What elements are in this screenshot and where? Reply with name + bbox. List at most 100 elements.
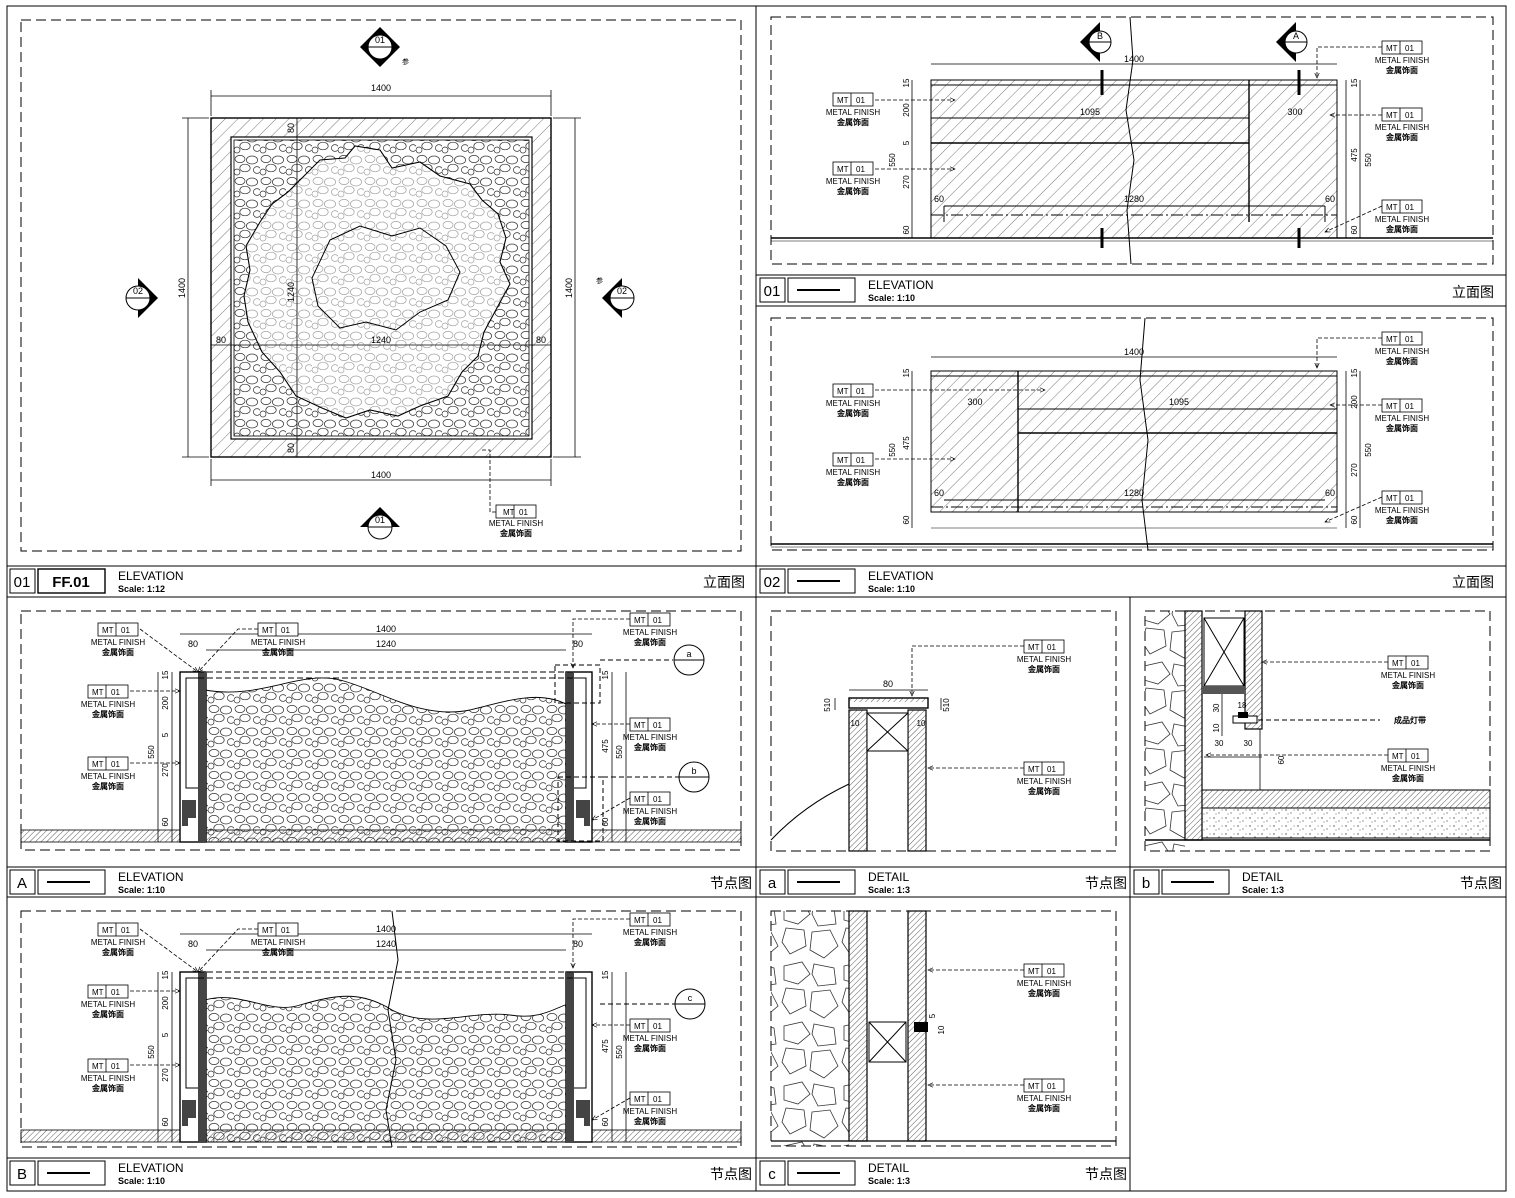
svg-text:30: 30: [1215, 739, 1224, 748]
tag-number: 01: [281, 926, 290, 935]
viewport-borders: [20, 16, 1494, 1148]
tag-number: 01: [1047, 643, 1056, 652]
tag-material-en: METAL FINISH: [91, 638, 145, 647]
tag-number: 01: [1405, 111, 1414, 120]
svg-text:300: 300: [967, 397, 982, 407]
svg-text:10: 10: [937, 1025, 946, 1034]
leader-line: [592, 1097, 631, 1120]
dim-inner: 1240: [371, 335, 391, 345]
svg-text:1280: 1280: [1124, 488, 1144, 498]
svg-text:ELEVATION: ELEVATION: [118, 1161, 184, 1175]
section-marker-a: A: [1276, 22, 1308, 62]
tag-code: MT: [1386, 494, 1398, 503]
tag-material-en: METAL FINISH: [1017, 655, 1071, 664]
tag-code: MT: [634, 616, 646, 625]
svg-text:80: 80: [883, 679, 893, 689]
svg-text:b: b: [691, 766, 696, 776]
tag-material-en: METAL FINISH: [1375, 506, 1429, 515]
dim-width-top: 1400: [371, 83, 391, 93]
tag-material-en: METAL FINISH: [81, 1074, 135, 1083]
svg-text:475: 475: [601, 1039, 610, 1053]
svg-text:475: 475: [902, 436, 911, 450]
title-bar-detail-a: a DETAIL Scale: 1:3 节点图: [759, 869, 1127, 895]
svg-text:Scale: 1:10: Scale: 1:10: [868, 584, 915, 594]
svg-text:01: 01: [375, 35, 385, 45]
svg-text:节点图: 节点图: [1085, 875, 1127, 891]
tag-number: 01: [1405, 402, 1414, 411]
svg-text:15: 15: [161, 670, 170, 679]
svg-text:Scale: 1:3: Scale: 1:3: [1242, 885, 1284, 895]
svg-text:Scale: 1:3: Scale: 1:3: [868, 885, 910, 895]
tag-material-en: METAL FINISH: [1017, 979, 1071, 988]
tag-material-en: METAL FINISH: [623, 1034, 677, 1043]
tag-code: MT: [1386, 44, 1398, 53]
tag-number: 01: [856, 165, 865, 174]
title-bar-02-elev: 02 ELEVATION Scale: 1:10 立面图: [759, 568, 1494, 594]
leader-line: [592, 797, 631, 820]
tag-code: MT: [634, 916, 646, 925]
plan-ff01: 1400 1400 1400 1400 1240 80 80 80 80 124…: [125, 27, 635, 540]
tag-code: MT: [1392, 659, 1404, 668]
tag-number: 01: [1405, 494, 1414, 503]
svg-text:立面图: 立面图: [703, 574, 745, 590]
svg-text:270: 270: [1350, 463, 1359, 477]
elevation-a: 1400 1240 80 80 15 200 5 270 550 60 15 4…: [20, 624, 742, 843]
svg-text:金属饰面: 金属饰面: [499, 528, 532, 538]
svg-text:A: A: [17, 875, 27, 892]
tag-material-cn: 金属饰面: [633, 637, 666, 647]
tag-code: MT: [92, 760, 104, 769]
leader-line: [573, 918, 630, 968]
tag-material-en: METAL FINISH: [1017, 777, 1071, 786]
svg-text:节点图: 节点图: [710, 1166, 752, 1182]
tag-material-cn: 金属饰面: [633, 816, 666, 826]
svg-text:5: 5: [161, 732, 170, 737]
svg-text:60: 60: [161, 1117, 170, 1126]
tag-number: 01: [1411, 659, 1420, 668]
svg-text:15: 15: [161, 970, 170, 979]
svg-text:节点图: 节点图: [710, 875, 752, 891]
tag-material-cn: 金属饰面: [1027, 1103, 1060, 1113]
dim-inner-vertical: 1240: [286, 282, 296, 302]
svg-text:01: 01: [14, 574, 31, 591]
tag-material-en: METAL FINISH: [81, 1000, 135, 1009]
svg-text:FF.01: FF.01: [52, 574, 90, 591]
elevation-02: 1400 300 1095 1280 60 60 15 475 550 60 1…: [771, 317, 1493, 551]
material-tag: MT 01 METAL FINISH 金属饰面: [482, 449, 543, 538]
svg-text:60: 60: [161, 817, 170, 826]
svg-text:DETAIL: DETAIL: [868, 870, 909, 884]
svg-text:参: 参: [596, 276, 603, 285]
tag-code: MT: [92, 1062, 104, 1071]
dim-height-right: 1400: [564, 278, 574, 298]
tag-number: 01: [1405, 44, 1414, 53]
tag-material-cn: 金属饰面: [91, 1083, 124, 1093]
detail-b: 18 30 10 30 30 60 成品灯带: [1145, 610, 1491, 851]
post-right-b: [565, 971, 593, 1143]
svg-text:参: 参: [402, 57, 409, 66]
leader-line: [1325, 496, 1383, 523]
svg-text:1280: 1280: [1124, 194, 1144, 204]
svg-text:02: 02: [764, 574, 781, 591]
tag-material-en: METAL FINISH: [1375, 414, 1429, 423]
svg-text:200: 200: [1350, 395, 1359, 409]
tag-number: 01: [653, 795, 662, 804]
detail-c: 5 10: [771, 910, 1116, 1146]
svg-text:1240: 1240: [376, 939, 396, 949]
leader-line: [139, 628, 198, 672]
tag-number: 01: [121, 926, 130, 935]
svg-text:节点图: 节点图: [1085, 1166, 1127, 1182]
tag-material-en: METAL FINISH: [251, 938, 305, 947]
svg-text:270: 270: [161, 1068, 170, 1082]
svg-text:1095: 1095: [1169, 397, 1189, 407]
tag-number: 01: [1047, 765, 1056, 774]
svg-text:15: 15: [601, 670, 610, 679]
tag-code: MT: [92, 688, 104, 697]
